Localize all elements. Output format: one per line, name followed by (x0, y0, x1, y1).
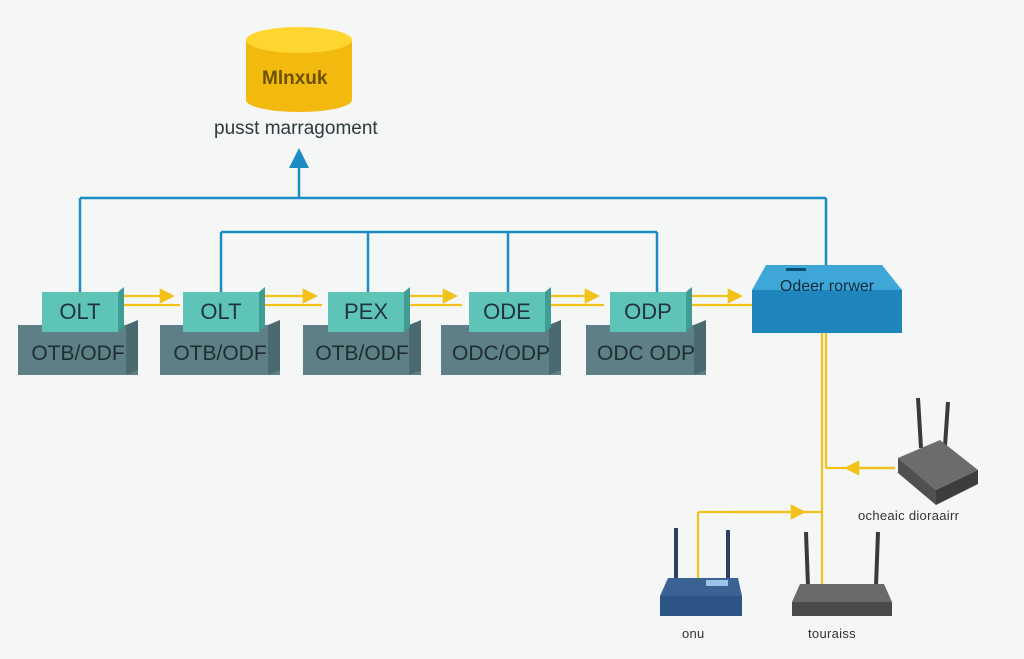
core-router-graphic (752, 265, 902, 333)
node-3-graphic (303, 287, 421, 375)
wireless-router-label: ocheaic dioraairr (858, 508, 960, 523)
core-router-label: Odeer rorwer (779, 278, 875, 295)
onu-graphic (660, 528, 742, 616)
management-database (246, 27, 352, 112)
database-label: Mlnxuk (262, 68, 328, 89)
switch-label: touraiss (808, 626, 856, 641)
node-4-graphic (441, 287, 561, 375)
node-4-bottom-label: ODC/ODP (451, 342, 550, 365)
wireless-router-graphic (898, 397, 978, 505)
fiber-links (120, 288, 753, 307)
onu-label: onu (682, 626, 705, 641)
node-3-top-label: PEX (343, 299, 389, 324)
node-5-bottom-label: ODC ODP (596, 342, 695, 365)
management-links (78, 148, 828, 292)
node-1-bottom-label: OTB/ODF (31, 342, 125, 365)
node-4-top-label: ODE (483, 299, 531, 324)
node-3-bottom-label: OTB/ODF (315, 342, 409, 365)
node-2-bottom-label: OTB/ODF (173, 342, 267, 365)
node-1-graphic (18, 287, 138, 375)
node-2-graphic (160, 287, 280, 375)
switch-graphic (792, 531, 892, 616)
node-5-graphic (586, 287, 706, 375)
node-5-top-label: ODP (624, 299, 672, 324)
access-links (696, 333, 895, 585)
node-1-top-label: OLT (59, 299, 101, 324)
node-2-top-label: OLT (200, 299, 242, 324)
management-caption: pusst marragoment (214, 118, 378, 139)
